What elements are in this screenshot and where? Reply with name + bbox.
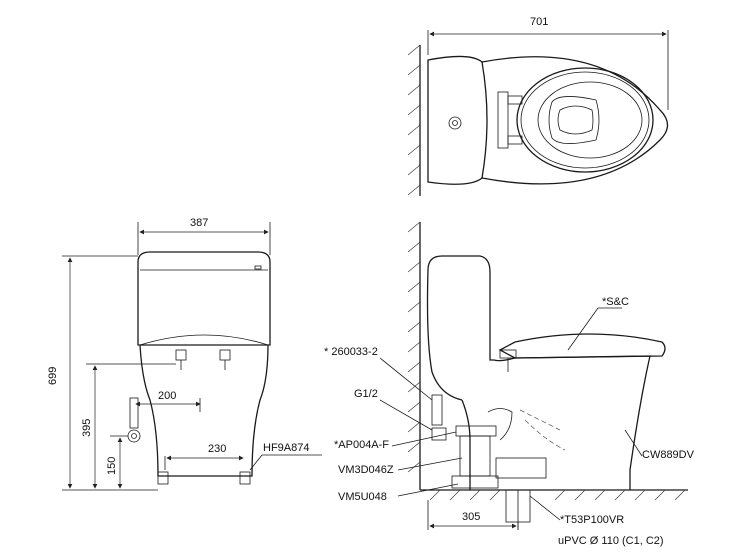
outlet-height-label: 395: [81, 419, 93, 437]
supply-offset-label: 200: [158, 390, 176, 402]
front-valves: [175, 349, 231, 370]
side-view: 305 * 260033-2 G1/2 *AP004A-F VM3D046Z V…: [324, 221, 695, 547]
body-part-label: CW889DV: [642, 449, 695, 461]
fill-part-label: VM3D046Z: [338, 464, 394, 476]
overall-height-label: 699: [47, 367, 59, 385]
trap-part-label: *T53P100VR: [560, 514, 624, 526]
side-outlet-offset-label: 305: [462, 511, 480, 523]
top-view: 701: [407, 16, 669, 196]
wall-hatch-side: [407, 221, 421, 473]
top-width-label: 701: [530, 16, 548, 28]
outlet-offset-label: 230: [208, 443, 226, 455]
floor-hatch: [429, 489, 686, 501]
pipe-part-label: uPVC Ø 110 (C1, C2): [558, 535, 664, 547]
supply-height-label: 150: [106, 457, 118, 475]
front-view: 387 699 395 150: [47, 217, 322, 491]
valve-part-label: * 260033-2: [324, 346, 378, 358]
wall-hatch-top: [407, 44, 421, 196]
front-width-label: 387: [190, 217, 208, 229]
flush-part-label: *AP004A-F: [334, 439, 389, 451]
seat-part-label: *S&C: [602, 296, 629, 308]
hose-part-label: HF9A874: [263, 442, 309, 454]
thread-part-label: G1/2: [354, 388, 378, 400]
gasket-part-label: VM5U048: [338, 491, 387, 503]
